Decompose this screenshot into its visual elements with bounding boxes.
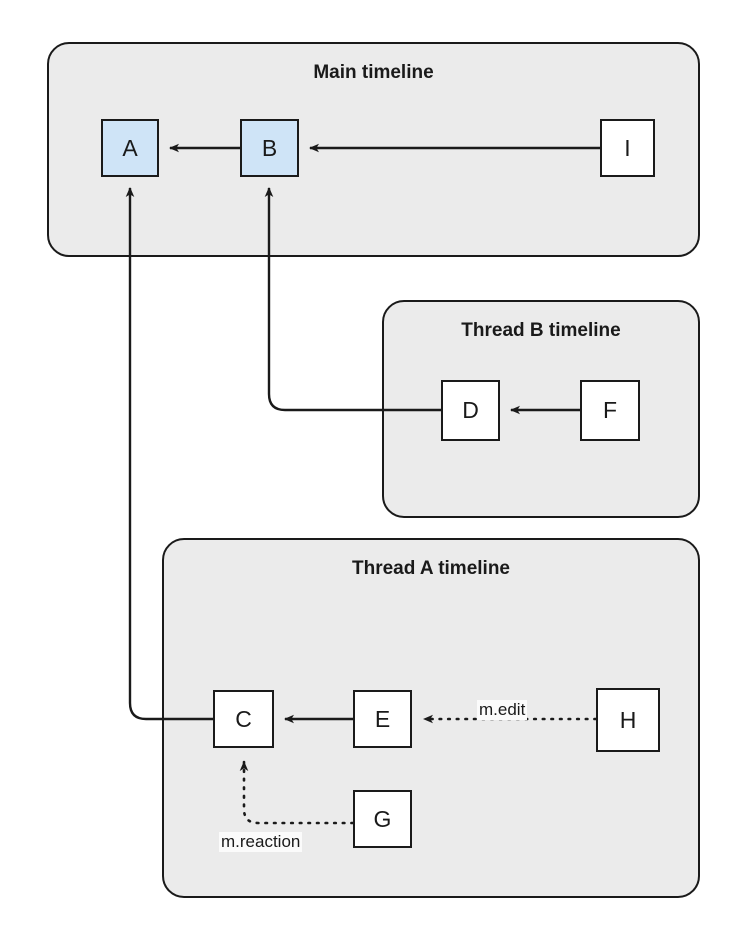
- node-b[interactable]: B: [240, 119, 299, 177]
- node-h-label: H: [619, 706, 637, 733]
- node-c-label: C: [235, 705, 252, 732]
- node-d[interactable]: D: [441, 380, 500, 441]
- edge-label-m-reaction: m.reaction: [219, 832, 303, 852]
- node-i[interactable]: I: [600, 119, 655, 177]
- edge-label-m-edit: m.edit: [477, 700, 528, 720]
- node-f[interactable]: F: [580, 380, 640, 441]
- group-main-timeline-title: Main timeline: [313, 62, 434, 83]
- node-e[interactable]: E: [353, 690, 412, 748]
- node-c[interactable]: C: [213, 690, 274, 748]
- group-thread-a-timeline-title: Thread A timeline: [351, 558, 510, 579]
- node-f-label: F: [602, 397, 618, 423]
- node-d-label: D: [462, 397, 479, 423]
- group-thread-b-timeline: Thread B timeline: [382, 300, 700, 518]
- node-g[interactable]: G: [353, 790, 412, 848]
- node-a-label: A: [122, 134, 138, 161]
- node-a[interactable]: A: [101, 119, 159, 177]
- node-g-label: G: [373, 805, 392, 832]
- node-e-label: E: [374, 705, 391, 732]
- group-thread-b-timeline-title: Thread B timeline: [461, 320, 621, 341]
- node-i-label: I: [624, 134, 631, 161]
- node-b-label: B: [261, 134, 278, 161]
- node-h[interactable]: H: [596, 688, 660, 752]
